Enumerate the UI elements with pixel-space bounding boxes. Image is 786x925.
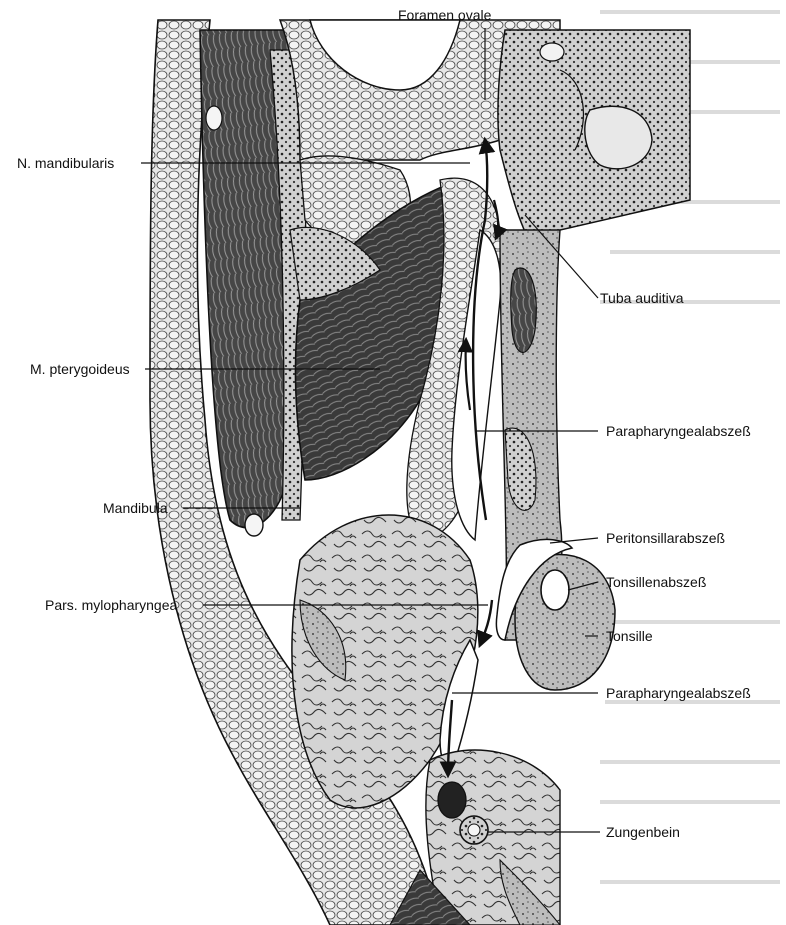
mandibular-canal	[245, 514, 263, 536]
label-mandibula: Mandibula	[103, 500, 168, 516]
label-zungenbein: Zungenbein	[606, 824, 680, 840]
label-n-mandibularis: N. mandibularis	[17, 155, 114, 171]
label-m-pterygoideus: M. pterygoideus	[30, 361, 130, 377]
vessel-dark	[438, 782, 466, 818]
label-tonsille: Tonsille	[606, 628, 653, 644]
tonsil-abscess-cavity	[541, 570, 569, 610]
label-parapharyngealabszess-lower: Parapharyngealabszeß	[606, 685, 751, 701]
label-parapharyngealabszess-upper: Parapharyngealabszeß	[606, 423, 751, 439]
label-tonsillenabszess: Tonsillenabszeß	[606, 574, 706, 590]
label-foramen-ovale: Foramen ovale	[398, 7, 492, 23]
spread-arrow-down	[480, 600, 492, 645]
label-peritonsillarabszess: Peritonsillarabszeß	[606, 530, 725, 546]
label-tuba-auditiva: Tuba auditiva	[600, 290, 684, 306]
anatomical-section	[150, 20, 690, 925]
label-pars-mylopharyngea: Pars. mylopharyngea	[45, 597, 178, 613]
